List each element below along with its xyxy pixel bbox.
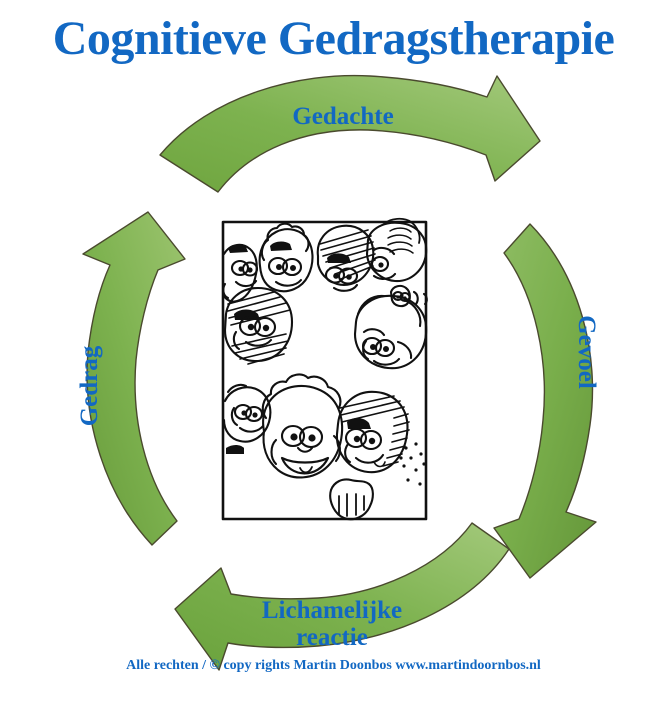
copyright-footer: Alle rechten / © copy rights Martin Doon…	[126, 658, 541, 673]
label-line-2: reactie	[296, 624, 368, 651]
arrow-gedachte	[159, 74, 541, 193]
page-title: Cognitieve Gedragstherapie	[52, 12, 615, 65]
crowd-of-faces-illustration	[208, 196, 440, 526]
arrow-label-gedrag: Gedrag	[76, 345, 103, 427]
label-line-1: Lichamelijke	[261, 597, 403, 624]
arrow-lichamelijke	[174, 522, 510, 671]
arrow-label-gedachte: Gedachte	[292, 103, 394, 130]
arrow-label-gevoel: Gevoel	[573, 315, 600, 389]
arrow-gevoel	[493, 223, 597, 579]
arrow-gedrag	[82, 211, 186, 546]
arrow-label-lichamelijke-reactie: Lichamelijke reactie	[217, 597, 447, 651]
